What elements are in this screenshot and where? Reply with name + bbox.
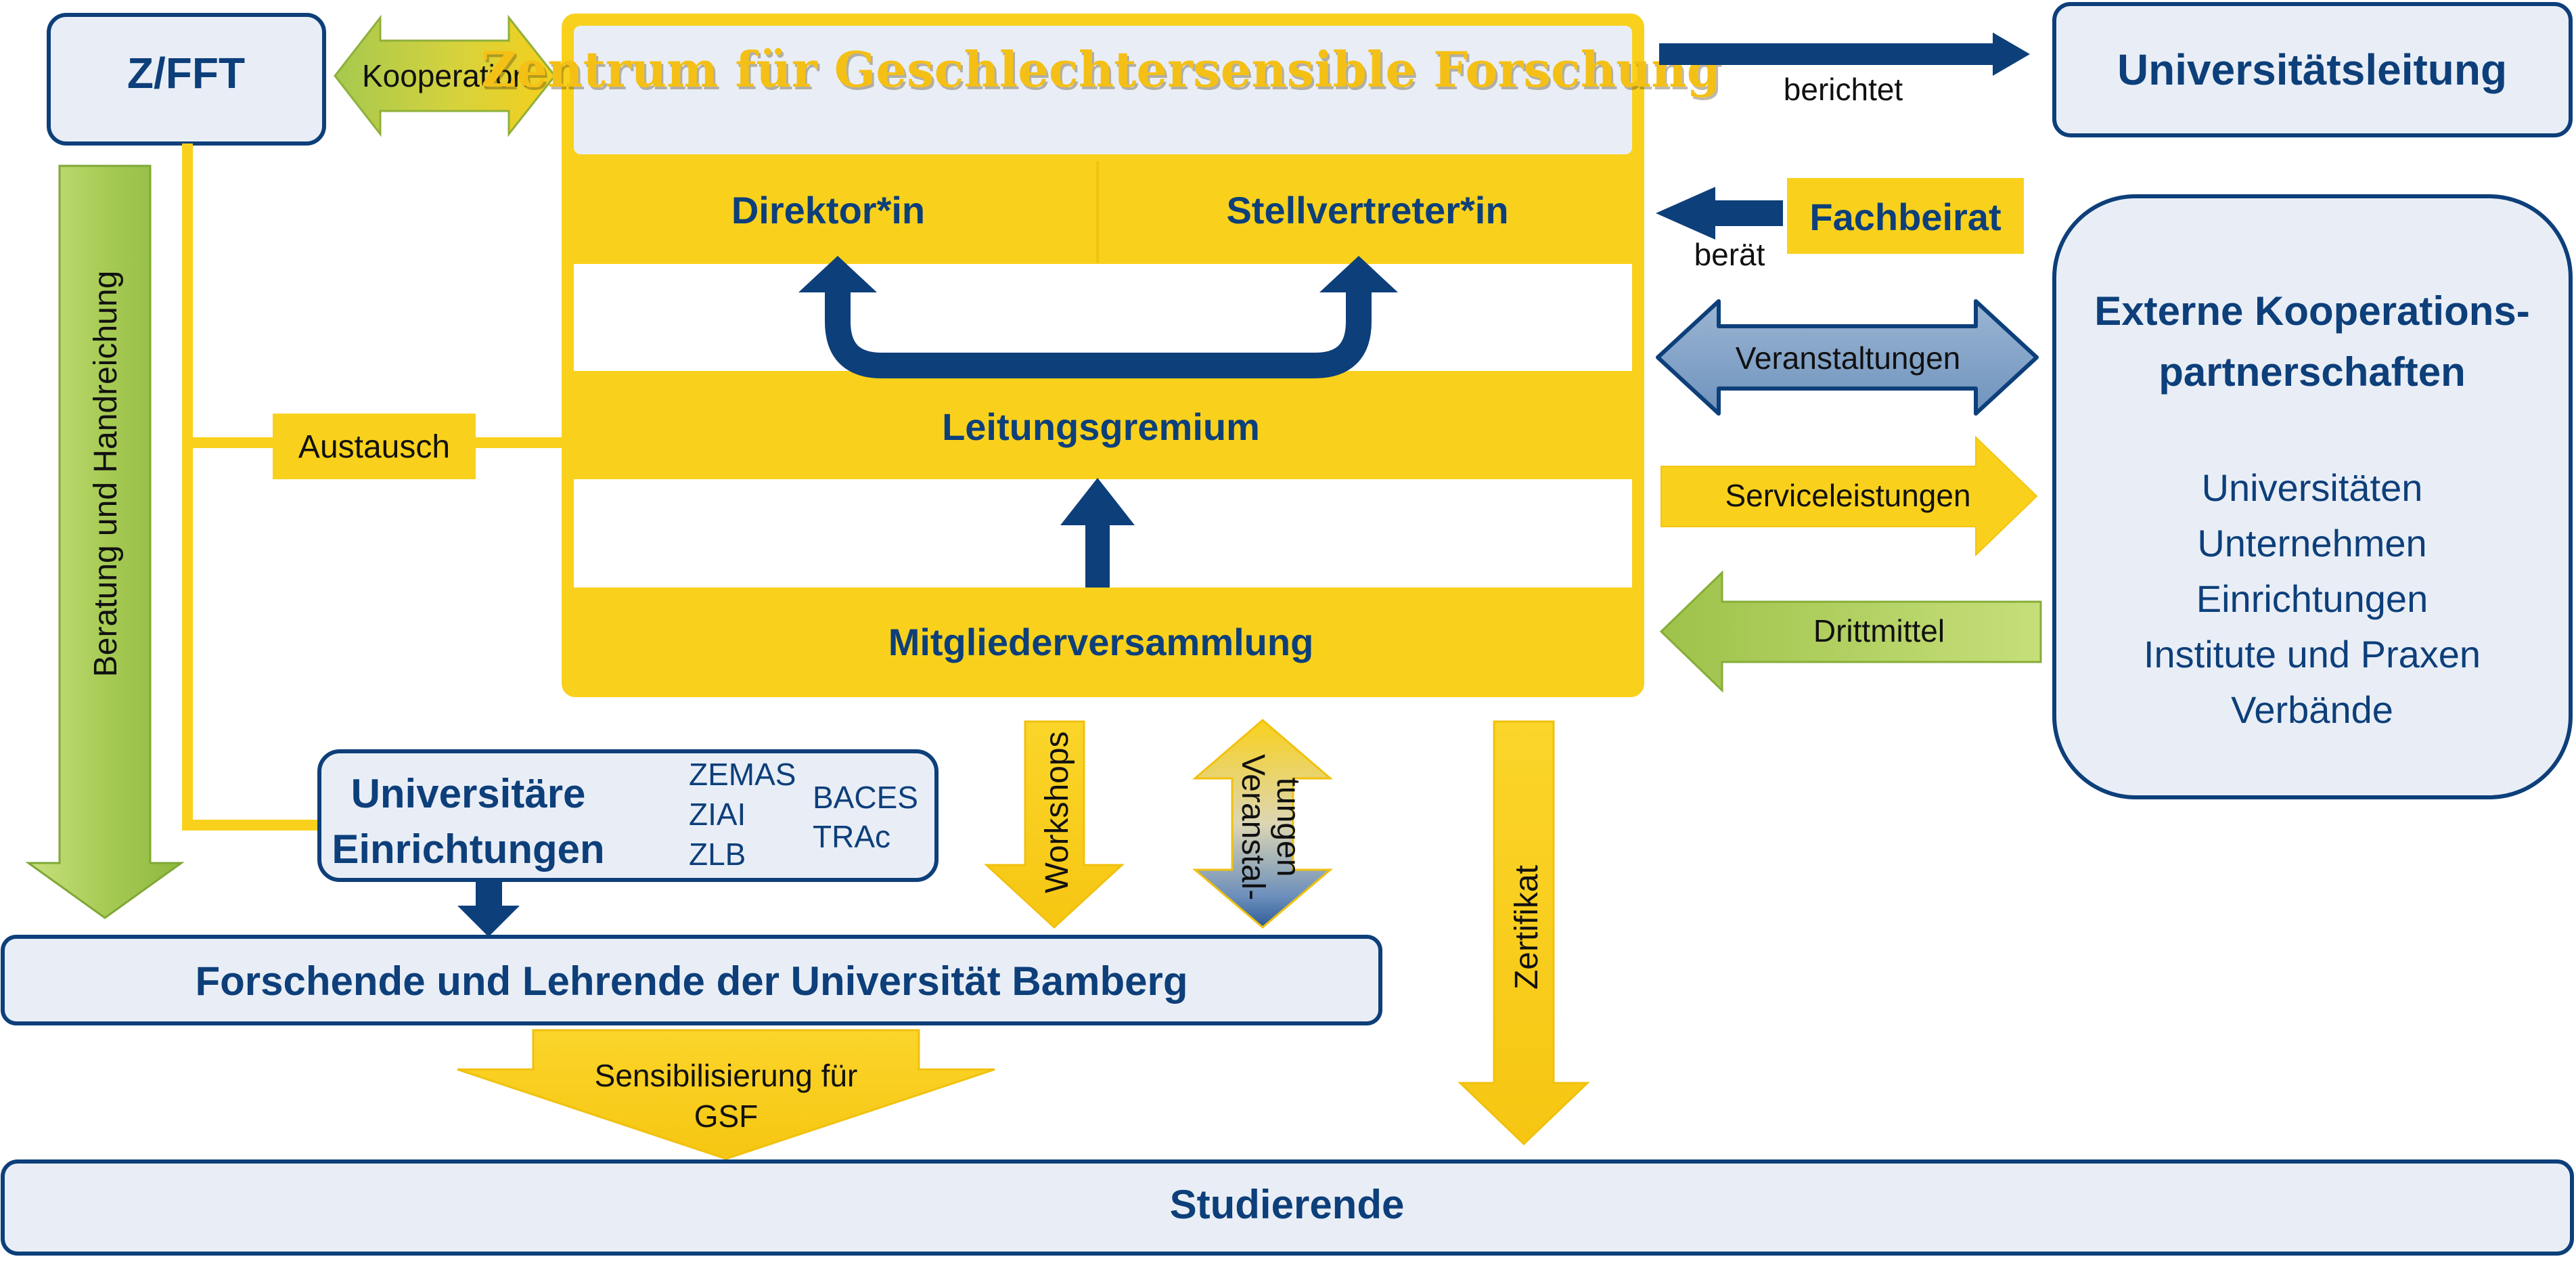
- cooperation-arrow: [334, 14, 556, 137]
- external-partner-item: Einrichtungen: [2196, 577, 2428, 620]
- external-events-label: Veranstaltungen: [1736, 340, 1961, 376]
- internal-events-arrow: [1192, 719, 1334, 929]
- arrowhead-to-deputy: [1319, 256, 1398, 292]
- arrowhead-to-director: [798, 256, 877, 292]
- external-title-line2: partnerschaften: [2159, 349, 2465, 395]
- cooperation-label: Kooperation: [362, 58, 530, 93]
- services-label: Serviceleistungen: [1725, 478, 1970, 513]
- certificate-arrow: [1458, 720, 1590, 1146]
- services-arrow: [1660, 435, 2038, 557]
- deputy-label: Stellvertreter*in: [1226, 189, 1508, 231]
- certificate-label: Zertifikat: [1509, 865, 1545, 990]
- center-title: Zentrum für Geschlechtersensible Forschu…: [481, 41, 1721, 98]
- students-label: Studierende: [1170, 1182, 1405, 1227]
- board-to-leaders-connector: [825, 290, 1372, 378]
- institution-name: TRAc: [813, 819, 890, 854]
- advisory-label: Fachbeirat: [1809, 196, 2001, 238]
- leadership-label: Universitätsleitung: [2117, 45, 2507, 94]
- sensitization-arrow: [457, 1029, 995, 1160]
- board-label: Leitungsgremium: [942, 405, 1260, 448]
- center-title-area: [574, 26, 1632, 154]
- students-box: [1, 1159, 2574, 1256]
- assembly-to-board-arrow: [1060, 478, 1135, 588]
- institution-name: ZEMAS: [689, 757, 796, 792]
- researchers-label: Forschende und Lehrende der Universität …: [196, 958, 1188, 1004]
- workshops-label: Workshops: [1039, 731, 1075, 893]
- zfft-label: Z/FFT: [127, 49, 245, 97]
- leadership-box: [2052, 2, 2573, 137]
- institution-name: ZLB: [689, 837, 746, 872]
- funding-label: Drittmittel: [1813, 613, 1945, 648]
- external-events-arrow: [1656, 299, 2039, 416]
- director-label: Direktor*in: [731, 189, 925, 231]
- uni-institutions-title-line1: Universitäre: [351, 771, 586, 816]
- external-partner-item: Institute und Praxen: [2144, 633, 2481, 676]
- center-title-shadow: Zentrum für Geschlechtersensible Forschu…: [483, 43, 1723, 101]
- advice-label: Beratung und Handreichung: [88, 271, 124, 677]
- external-partner-list: Universitäten Unternehmen Einrichtungen …: [2144, 466, 2481, 731]
- assembly-label: Mitgliederversammlung: [888, 621, 1314, 663]
- internal-events-label-line1: Veranstal-: [1235, 754, 1271, 900]
- sensitization-label-line2: GSF: [694, 1099, 759, 1134]
- zfft-connector-to-institutions: [182, 820, 321, 831]
- reports-arrow: [1659, 32, 2030, 76]
- uni-institutions-list: ZEMAS ZIAI ZLB BACES TRAc: [689, 757, 918, 872]
- external-partners-box: [2052, 194, 2573, 799]
- advises-label: berät: [1694, 237, 1765, 272]
- internal-events-label-line2: tungen: [1270, 778, 1306, 877]
- reports-label: berichtet: [1784, 72, 1903, 107]
- exchange-connector-left: [187, 437, 274, 448]
- external-partner-item: Verbände: [2231, 688, 2393, 731]
- external-partner-item: Universitäten: [2202, 466, 2423, 509]
- advisory-box: [1787, 178, 2024, 254]
- external-partner-item: Unternehmen: [2197, 522, 2426, 565]
- zfft-connector-vertical: [182, 143, 193, 831]
- advice-arrow: [25, 164, 185, 919]
- exchange-label: Austausch: [298, 429, 450, 465]
- institution-name: BACES: [813, 780, 918, 815]
- workshops-arrow: [984, 720, 1125, 929]
- institutions-to-researchers-arrow: [457, 881, 520, 937]
- institution-name: ZIAI: [689, 797, 746, 832]
- sensitization-label-line1: Sensibilisierung für: [595, 1058, 858, 1093]
- advises-arrow: [1656, 187, 1783, 240]
- uni-institutions-title-line2: Einrichtungen: [332, 826, 604, 872]
- external-title-line1: Externe Kooperations-: [2094, 288, 2529, 334]
- funding-arrow: [1659, 570, 2042, 693]
- researchers-box: [1, 935, 1382, 1025]
- exchange-box: [273, 414, 476, 479]
- exchange-connector-right: [474, 437, 562, 448]
- uni-institutions-box: [317, 749, 939, 882]
